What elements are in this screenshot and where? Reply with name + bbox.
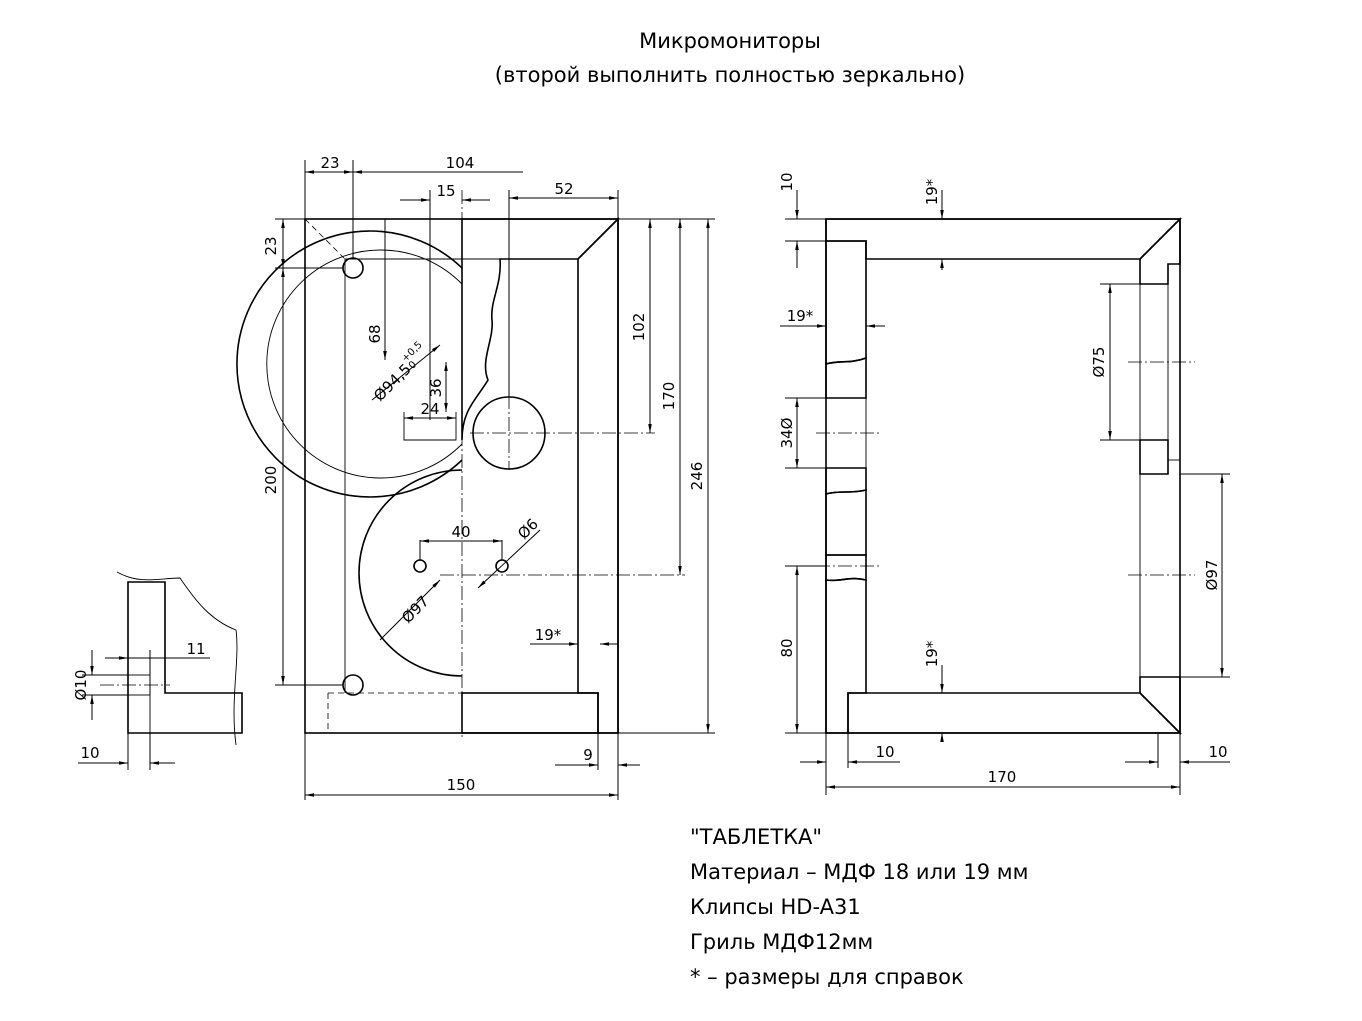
side-top-wall-section [825, 218, 1182, 260]
side-dim-top-19: 19* [923, 178, 941, 205]
side-dim-inner-19: 19* [923, 640, 941, 667]
clip-hole-top [342, 257, 364, 279]
note-line-1: "ТАБЛЕТКА" [690, 825, 822, 849]
drawing-title: Микромониторы (второй выполнить полность… [495, 29, 965, 87]
detail-dim-11: 11 [186, 640, 205, 658]
front-right-wall-section [577, 217, 619, 734]
side-bottom-wall-section [847, 692, 1182, 734]
side-dim-80: 80 [778, 638, 796, 657]
dim-68: 68 [366, 324, 384, 343]
side-outline [825, 218, 1181, 734]
side-dim-bottom-10-right: 10 [1208, 743, 1227, 761]
dim-24: 24 [420, 400, 439, 418]
side-dim-hole-34: 34Ø [778, 417, 796, 448]
svg-text:Ø94,5: Ø94,5 [370, 360, 415, 405]
dim-hole-d6: Ø6 [514, 515, 542, 543]
notes-block: "ТАБЛЕТКА" Материал – МДФ 18 или 19 мм К… [690, 825, 1028, 989]
note-line-4: Гриль МДФ12мм [690, 930, 873, 954]
note-line-5: * – размеры для справок [690, 965, 964, 989]
note-line-3: Клипсы HD-A31 [690, 895, 861, 919]
title-line-1: Микромониторы [639, 29, 821, 53]
side-dim-top-10: 10 [778, 172, 796, 191]
title-line-2: (второй выполнить полностью зеркально) [495, 63, 965, 87]
dim-36: 36 [427, 378, 445, 397]
dim-right-102: 102 [630, 313, 648, 342]
dim-wall-19: 19* [535, 626, 562, 644]
dim-bottom-9: 9 [583, 746, 593, 764]
woofer-cutout [236, 230, 463, 498]
side-dim-bottom-10-left: 10 [875, 743, 894, 761]
front-bottom-wall-section [461, 692, 599, 734]
dim-40: 40 [451, 523, 470, 541]
dim-left-23: 23 [262, 236, 280, 255]
side-view: 10 19* 19* 34Ø 80 19* Ø75 Ø97 [778, 172, 1230, 795]
dim-top-104: 104 [446, 154, 475, 172]
dim-right-170: 170 [660, 382, 678, 411]
mount-hole-left [413, 559, 427, 573]
dim-top-52: 52 [554, 180, 573, 198]
detail-view: 11 Ø10 10 [72, 571, 243, 770]
detail-dim-10: 10 [80, 744, 99, 762]
side-dim-left-19: 19* [787, 307, 814, 325]
dim-woofer-diameter: Ø94,5 +0,5 0 [370, 340, 425, 405]
dim-top-15: 15 [436, 182, 455, 200]
dim-left-200: 200 [262, 466, 280, 495]
detail-dim-d10: Ø10 [72, 670, 90, 701]
clip-hole-bottom [342, 674, 364, 696]
dim-top-23: 23 [320, 154, 339, 172]
dim-bottom-150: 150 [447, 776, 476, 794]
side-dim-d97: Ø97 [1203, 560, 1221, 591]
front-top-wall-section [461, 218, 620, 441]
side-dim-bottom-170: 170 [988, 768, 1017, 786]
front-view: 23 104 15 52 23 200 102 170 246 68 [236, 154, 715, 800]
note-line-2: Материал – МДФ 18 или 19 мм [690, 860, 1028, 884]
terminal-notch [403, 412, 457, 441]
lower-circle-cutout [358, 469, 463, 677]
dim-right-246: 246 [688, 462, 706, 491]
side-dim-d75: Ø75 [1090, 347, 1108, 378]
dim-circle-d97: Ø97 [398, 592, 433, 627]
